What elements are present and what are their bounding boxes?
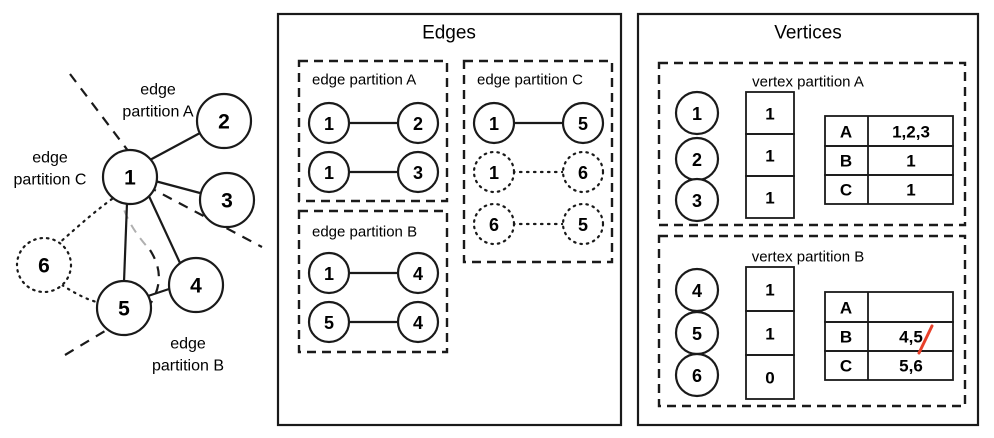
edge-pair-1-3: 1 3 bbox=[307, 150, 440, 194]
graph-node-3-label: 3 bbox=[221, 190, 233, 213]
graph-edge-1-5 bbox=[122, 202, 129, 283]
annotation-edge-partition-a-line1: edge bbox=[140, 82, 176, 99]
graph-edge-1-6 bbox=[56, 197, 114, 246]
edge-partition-a-label: edge partition A bbox=[312, 72, 416, 89]
graph-annotations: edge partition A edge partition C edge p… bbox=[14, 82, 224, 375]
vertex-partition-b-label: vertex partition B bbox=[752, 249, 865, 266]
vertex-value-cell: 1 bbox=[765, 325, 774, 344]
edge-pair-node-left: 5 bbox=[324, 313, 334, 333]
edge-pair-node-left: 1 bbox=[489, 114, 499, 134]
routing-value: 1,2,3 bbox=[892, 123, 930, 142]
edge-pair-1-2: 1 2 bbox=[307, 101, 440, 145]
vertices-panel-title: Vertices bbox=[774, 23, 842, 44]
graph-node-6[interactable]: 6 bbox=[15, 236, 73, 294]
annotation-edge-partition-b-line2: partition B bbox=[152, 358, 224, 375]
graph-node-4-label: 4 bbox=[190, 275, 202, 298]
edges-panel-title: Edges bbox=[422, 23, 476, 44]
graph-edge-1-4 bbox=[147, 193, 181, 264]
edge-pair-1-4: 1 4 bbox=[307, 251, 440, 295]
annotation-edge-partition-c-line2: partition C bbox=[14, 172, 87, 189]
cut-line-right bbox=[146, 185, 263, 248]
vertex-value-cell: 1 bbox=[765, 189, 774, 208]
vertex-partition-a-vertices: 1 2 3 bbox=[674, 90, 720, 223]
vertex-partition-a-value-column: 1 1 1 bbox=[745, 91, 795, 219]
vertex-value-cell: 1 bbox=[765, 147, 774, 166]
edge-pair-node-right: 2 bbox=[413, 114, 423, 134]
routing-key: B bbox=[840, 152, 852, 171]
vertex-circle-label: 4 bbox=[692, 281, 702, 301]
vertex-circle-label: 3 bbox=[692, 191, 702, 211]
graph-node-3[interactable]: 3 bbox=[198, 171, 256, 229]
vertex-circle-label: 2 bbox=[692, 150, 702, 170]
cut-line-node1-node5 bbox=[134, 249, 160, 323]
routing-value: 4,5 bbox=[899, 328, 923, 347]
edge-pair-node-right: 4 bbox=[413, 264, 423, 284]
edge-pair-6-5: 6 5 bbox=[472, 202, 605, 246]
edge-partition-c-border bbox=[462, 59, 614, 264]
edge-pair-node-right: 4 bbox=[413, 313, 423, 333]
edge-partition-c[interactable]: edge partition C 1 5 1 6 bbox=[462, 59, 614, 264]
vertex-partition-b-value-column: 1 1 0 bbox=[745, 266, 795, 400]
vertex-partition-a-border bbox=[657, 61, 967, 227]
vertex-partition-b-border bbox=[657, 234, 967, 408]
edge-partition-a-border bbox=[297, 59, 449, 203]
graph-node-4[interactable]: 4 bbox=[167, 256, 225, 314]
vertex-partition-b-vertices: 4 5 6 bbox=[674, 267, 720, 398]
edge-pair-node-right: 5 bbox=[578, 215, 588, 235]
graph-edge-1-2 bbox=[147, 132, 201, 162]
routing-key: A bbox=[840, 299, 852, 318]
graph-node-2[interactable]: 2 bbox=[195, 92, 253, 150]
graph-nodes: 1 2 3 4 5 6 bbox=[15, 92, 256, 337]
edge-pair-1-5: 1 5 bbox=[472, 101, 605, 145]
vertex-partition-b-routing-table: A B 4,5 C 5,6 bbox=[824, 291, 954, 381]
edge-partition-b-border bbox=[297, 209, 449, 354]
routing-value: 1 bbox=[906, 181, 915, 200]
routing-key: C bbox=[840, 357, 852, 376]
routing-value: 5,6 bbox=[899, 357, 923, 376]
routing-key: A bbox=[840, 123, 852, 142]
edge-partition-a[interactable]: edge partition A 1 2 1 3 bbox=[297, 59, 449, 203]
graph-node-5[interactable]: 5 bbox=[95, 279, 153, 337]
edge-partition-b[interactable]: edge partition B 1 4 5 4 bbox=[297, 209, 449, 354]
vertex-circle-label: 5 bbox=[692, 324, 702, 344]
edge-partition-c-label: edge partition C bbox=[477, 72, 583, 89]
edge-pair-node-right: 6 bbox=[578, 163, 588, 183]
graph-edge-1-3 bbox=[154, 179, 201, 195]
edge-pair-node-left: 6 bbox=[489, 215, 499, 235]
red-pen-stroke-icon bbox=[917, 324, 934, 355]
graph-node-2-label: 2 bbox=[218, 111, 230, 134]
vertex-partition-a-routing-table: A 1,2,3 B 1 C 1 bbox=[824, 115, 954, 205]
edges-panel: Edges edge partition A 1 2 1 3 bbox=[276, 12, 623, 427]
graph-edge-5-4 bbox=[147, 286, 173, 298]
graph-node-6-label: 6 bbox=[38, 255, 50, 278]
edge-pair-node-left: 1 bbox=[324, 264, 334, 284]
vertex-circle-label: 6 bbox=[692, 366, 702, 386]
vertices-panel: Vertices vertex partition A 1 2 3 bbox=[636, 12, 980, 427]
vertex-partition-a-label: vertex partition A bbox=[752, 74, 864, 91]
vertex-value-cell: 1 bbox=[765, 281, 774, 300]
vertex-value-cell: 0 bbox=[765, 369, 774, 388]
annotation-edge-partition-c-line1: edge bbox=[32, 150, 68, 167]
vertex-circle-label: 1 bbox=[692, 104, 702, 124]
edge-pair-node-left: 1 bbox=[489, 163, 499, 183]
annotation-edge-partition-b-line1: edge bbox=[170, 336, 206, 353]
edge-pair-node-right: 5 bbox=[578, 114, 588, 134]
graph-node-1-label: 1 bbox=[124, 167, 136, 190]
routing-value: 1 bbox=[906, 152, 915, 171]
edge-pair-node-left: 1 bbox=[324, 114, 334, 134]
edge-pair-node-right: 3 bbox=[413, 163, 423, 183]
routing-key: B bbox=[840, 328, 852, 347]
edge-partition-b-label: edge partition B bbox=[312, 224, 417, 241]
edge-pair-5-4: 5 4 bbox=[307, 300, 440, 344]
routing-key: C bbox=[840, 181, 852, 200]
edge-pair-node-left: 1 bbox=[324, 163, 334, 183]
graph-node-1[interactable]: 1 bbox=[101, 148, 159, 206]
graph-node-5-label: 5 bbox=[118, 298, 130, 321]
vertex-partition-a[interactable]: vertex partition A 1 2 3 1 1 1 bbox=[657, 61, 967, 227]
vertex-value-cell: 1 bbox=[765, 105, 774, 124]
edge-pair-1-6: 1 6 bbox=[472, 150, 605, 194]
annotation-edge-partition-a-line2: partition A bbox=[122, 104, 193, 121]
vertex-partition-b[interactable]: vertex partition B 4 5 6 1 1 0 bbox=[657, 234, 967, 408]
